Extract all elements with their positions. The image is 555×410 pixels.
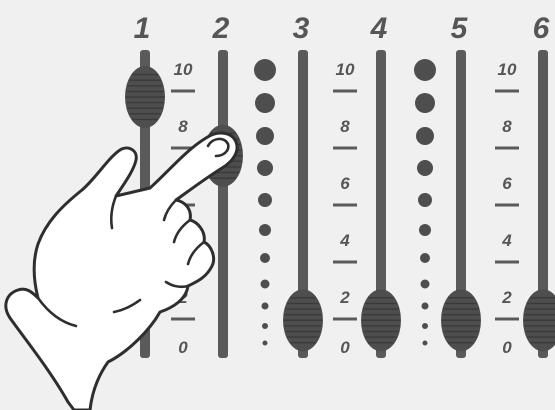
level-dot bbox=[418, 193, 432, 207]
scale-column-3: 10 8 6 4 2 0 bbox=[495, 60, 519, 357]
level-dot bbox=[416, 127, 434, 145]
scale-label: 0 bbox=[178, 338, 188, 357]
scale-column-2: 10 8 6 4 2 0 bbox=[333, 60, 357, 357]
fader-knob-3[interactable] bbox=[283, 289, 323, 351]
level-dot bbox=[414, 59, 436, 81]
scale-label: 8 bbox=[502, 117, 512, 136]
scale-label: 8 bbox=[178, 117, 188, 136]
channel-labels: 1 2 3 4 5 6 bbox=[134, 12, 550, 45]
fader-knob-5[interactable] bbox=[441, 289, 481, 351]
scale-label: 10 bbox=[498, 60, 517, 79]
level-dot bbox=[422, 303, 429, 310]
level-dot bbox=[261, 280, 270, 289]
level-dot bbox=[255, 93, 275, 113]
level-dot bbox=[254, 59, 276, 81]
channel-label-5: 5 bbox=[451, 12, 469, 45]
level-dot bbox=[257, 160, 273, 176]
pointing-hand-icon bbox=[6, 133, 237, 410]
level-dot bbox=[417, 160, 433, 176]
scale-label: 4 bbox=[339, 231, 350, 250]
dot-column-1 bbox=[254, 59, 276, 346]
level-dot bbox=[262, 323, 268, 329]
scale-label: 10 bbox=[174, 60, 193, 79]
level-dot bbox=[415, 93, 435, 113]
scale-label: 4 bbox=[501, 231, 512, 250]
scale-label: 2 bbox=[501, 288, 512, 307]
level-dot bbox=[423, 341, 428, 346]
channel-label-1: 1 bbox=[134, 12, 151, 45]
level-dot bbox=[420, 253, 430, 263]
level-dot bbox=[262, 303, 269, 310]
level-dot bbox=[256, 127, 274, 145]
scale-label: 10 bbox=[336, 60, 355, 79]
level-dot bbox=[258, 193, 272, 207]
scale-label: 0 bbox=[502, 338, 512, 357]
fader-knob-1[interactable] bbox=[125, 66, 165, 128]
level-dot bbox=[422, 323, 428, 329]
dot-column-2 bbox=[414, 59, 436, 346]
channel-label-3: 3 bbox=[293, 12, 310, 45]
level-dot bbox=[260, 253, 270, 263]
scale-label: 2 bbox=[339, 288, 350, 307]
scale-label: 6 bbox=[340, 174, 350, 193]
level-dot bbox=[259, 224, 271, 236]
scale-label: 0 bbox=[340, 338, 350, 357]
fader-knob-6[interactable] bbox=[523, 289, 555, 351]
channel-label-2: 2 bbox=[212, 12, 230, 45]
level-dot bbox=[421, 280, 430, 289]
fader-track-2 bbox=[218, 50, 228, 358]
scale-label: 6 bbox=[502, 174, 512, 193]
channel-label-6: 6 bbox=[533, 12, 550, 45]
channel-label-4: 4 bbox=[370, 12, 388, 45]
level-dot bbox=[419, 224, 431, 236]
fader-knob-4[interactable] bbox=[361, 289, 401, 351]
scale-label: 8 bbox=[340, 117, 350, 136]
level-dot bbox=[263, 341, 268, 346]
